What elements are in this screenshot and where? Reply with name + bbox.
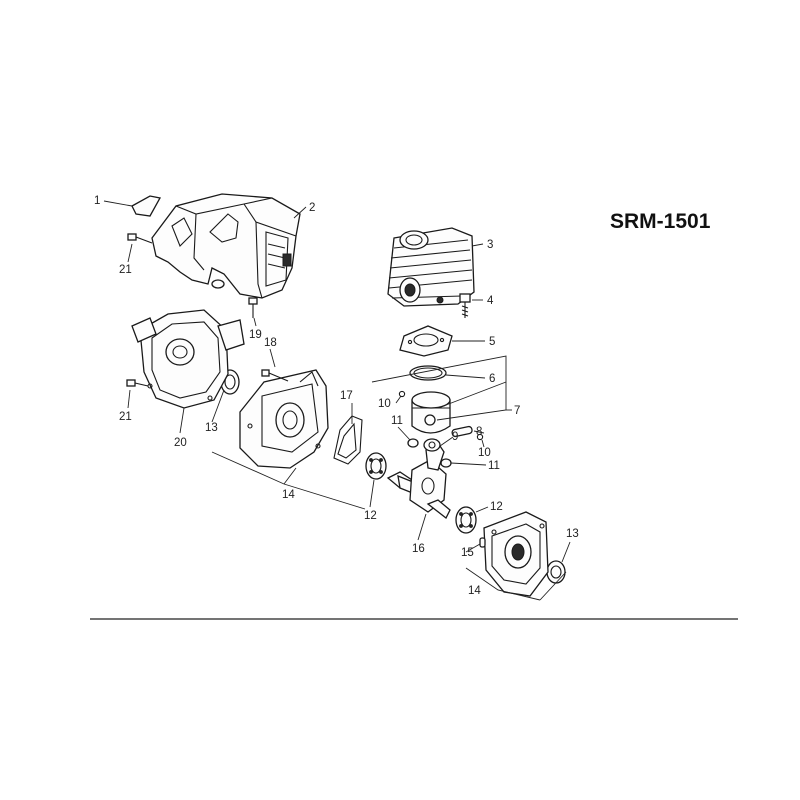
callout-labels: 1 2 3 4 5 6 7 8 9 10 10 11 11 12 12 13 1… <box>94 195 579 597</box>
part-fan-housing <box>131 309 245 409</box>
callout-11-lower: 11 <box>488 460 500 472</box>
part-screw-19 <box>248 297 258 318</box>
callout-14-right: 14 <box>468 585 481 597</box>
part-oil-seal-13b <box>546 560 566 584</box>
part-piston-pin <box>451 425 473 438</box>
part-cylinder <box>387 227 475 307</box>
part-bolt-4 <box>459 293 471 318</box>
callout-14-left: 14 <box>282 489 295 501</box>
callout-3: 3 <box>487 239 493 251</box>
callout-10-right: 10 <box>478 447 491 459</box>
part-dowel-pin <box>479 537 486 548</box>
part-gasket <box>399 325 453 357</box>
callout-9: 9 <box>452 431 458 443</box>
part-washers <box>407 438 452 468</box>
callout-5: 5 <box>489 336 495 348</box>
part-circlips <box>398 390 484 441</box>
callout-19: 19 <box>249 329 262 341</box>
part-piston <box>411 391 451 434</box>
callout-17: 17 <box>340 390 353 402</box>
part-engine-cover <box>151 193 301 299</box>
callout-4: 4 <box>487 295 494 307</box>
callout-2: 2 <box>309 202 315 214</box>
model-title: SRM-1501 <box>610 210 711 233</box>
part-crankcase-right <box>483 511 549 597</box>
part-bearing-12b <box>455 506 477 534</box>
callout-1: 1 <box>94 195 100 207</box>
callout-16: 16 <box>412 543 425 555</box>
part-case-gasket <box>333 415 363 465</box>
callout-12-left: 12 <box>364 510 377 522</box>
callout-8: 8 <box>476 426 482 438</box>
callout-20: 20 <box>174 437 187 449</box>
part-crankcase-left <box>239 369 329 469</box>
part-decal <box>131 195 162 217</box>
part-screw-18 <box>261 369 289 382</box>
part-bearing-12a <box>365 452 387 480</box>
callout-6: 6 <box>489 373 495 385</box>
part-screw-21b <box>126 379 149 387</box>
part-screw-21a <box>127 233 153 244</box>
callout-15: 15 <box>461 547 474 559</box>
part-piston-ring <box>409 365 447 381</box>
callout-21-lower: 21 <box>119 411 132 423</box>
part-crankshaft <box>386 438 451 519</box>
callout-11-upper: 11 <box>391 415 403 427</box>
callout-21-upper: 21 <box>119 264 132 276</box>
callout-10-left: 10 <box>378 398 391 410</box>
callout-13-right: 13 <box>566 528 579 540</box>
callout-13-left: 13 <box>205 422 218 434</box>
callout-12-right: 12 <box>490 501 503 513</box>
leader-lines <box>103 200 571 601</box>
callout-18: 18 <box>264 337 277 349</box>
callout-7: 7 <box>514 405 520 417</box>
